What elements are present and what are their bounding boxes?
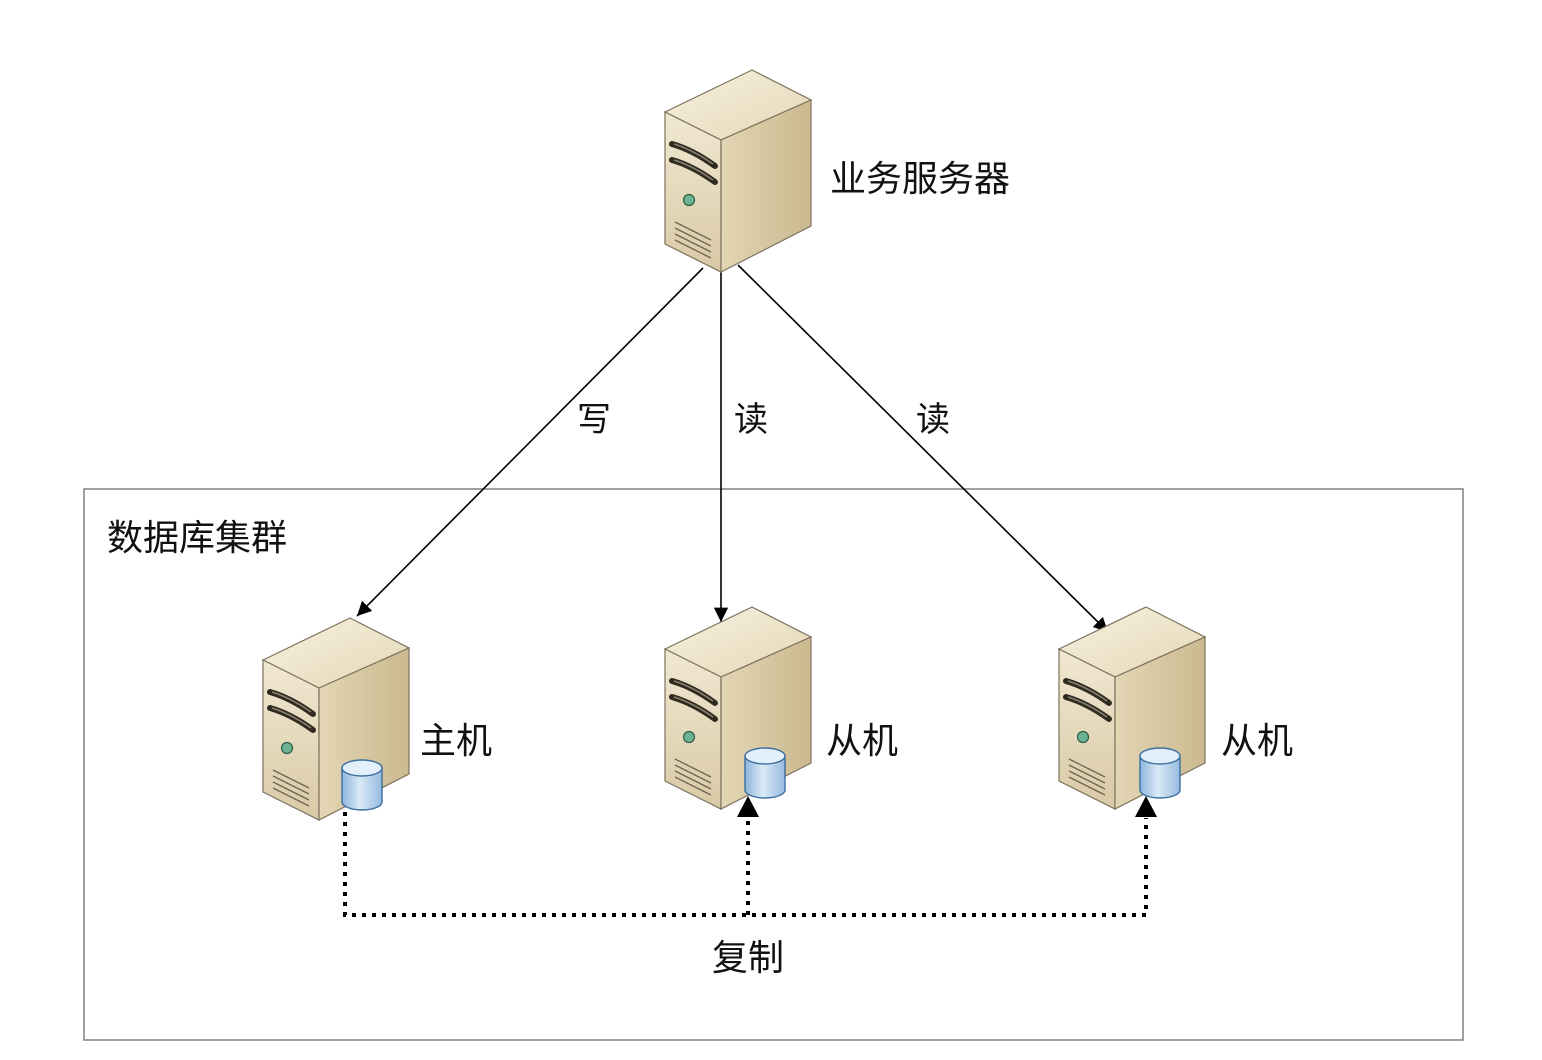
slave-1-label: 从机	[826, 721, 898, 762]
replication-label: 复制	[712, 938, 784, 979]
server-icon	[1059, 607, 1205, 809]
read-edge-2	[737, 264, 1109, 633]
database-cluster: 数据库集群	[83, 488, 1464, 1041]
replication-trunk	[343, 812, 1148, 917]
replication-edges: 复制	[343, 796, 1157, 979]
read-edge-1-label: 读	[734, 400, 768, 440]
server-icon	[665, 607, 811, 809]
master-node: 主机	[263, 618, 492, 820]
read-edge-2-label: 读	[916, 400, 950, 440]
slave-node-2: 从机	[1059, 607, 1293, 809]
write-edge-label: 写	[577, 400, 611, 440]
replication-arrowhead-2	[1135, 796, 1157, 817]
request-edges: 写 读 读	[356, 264, 1109, 633]
slave-2-label: 从机	[1221, 721, 1293, 762]
database-icon	[341, 759, 383, 811]
business-server-label: 业务服务器	[830, 159, 1010, 200]
cluster-boundary	[83, 488, 1464, 1041]
write-edge	[356, 267, 704, 617]
slave-node-1: 从机	[665, 607, 898, 809]
server-icon	[665, 70, 811, 272]
database-icon	[744, 747, 786, 799]
server-icon	[263, 618, 409, 820]
database-icon	[1139, 747, 1181, 799]
cluster-label: 数据库集群	[107, 518, 287, 559]
business-server-node: 业务服务器	[665, 70, 1010, 272]
master-label: 主机	[420, 721, 492, 762]
replication-arrowhead-1	[737, 796, 759, 817]
